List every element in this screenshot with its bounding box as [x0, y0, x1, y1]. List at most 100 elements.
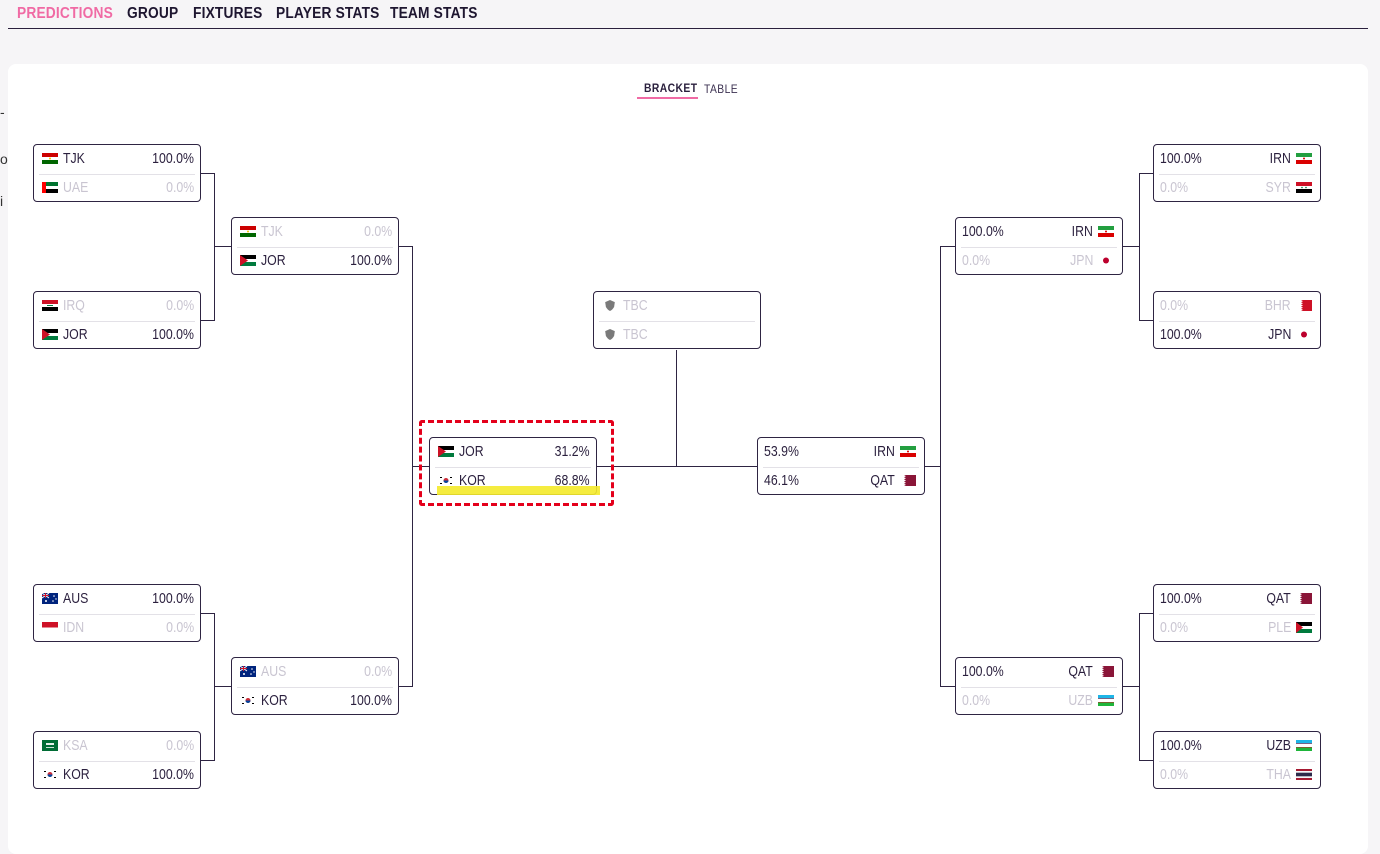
ple-flag-icon [1296, 622, 1312, 633]
row-divider [599, 321, 755, 322]
tjk-flag-icon [240, 226, 256, 237]
tab-player-stats[interactable]: PLAYER STATS [276, 5, 380, 22]
jor-flag-icon [438, 446, 454, 457]
uzb-flag-icon [1296, 740, 1312, 751]
win-probability: 53.9% [764, 443, 799, 460]
win-probability: 100.0% [350, 692, 392, 709]
kor-flag-icon [438, 475, 454, 486]
tab-group[interactable]: GROUP [127, 5, 179, 22]
kor-flag-icon [240, 695, 256, 706]
win-probability: 0.0% [165, 737, 194, 754]
irn-flag-icon [1098, 226, 1114, 237]
edge-text: i [0, 193, 4, 209]
aus-flag-icon [42, 593, 58, 604]
row-divider [763, 467, 919, 468]
jor-flag-icon [42, 329, 58, 340]
team-code: QAT [1068, 663, 1093, 680]
win-probability: 0.0% [165, 179, 194, 196]
kor-flag-icon [42, 769, 58, 780]
team-row[interactable]: TBC [594, 292, 760, 321]
win-probability: 46.1% [764, 472, 799, 489]
bhr-flag-icon [1296, 300, 1312, 311]
top-nav: PREDICTIONS GROUP FIXTURES PLAYER STATS … [0, 0, 1380, 30]
team-row[interactable]: TBC [594, 321, 760, 350]
tab-predictions[interactable]: PREDICTIONS [17, 5, 113, 22]
team-code: SYR [1265, 179, 1291, 196]
win-probability: 0.0% [165, 619, 194, 636]
team-code: TJK [63, 150, 85, 167]
row-divider [1159, 321, 1315, 322]
table-view-toggle[interactable]: TABLE [704, 82, 739, 96]
team-code: JOR [63, 326, 88, 343]
win-probability: 100.0% [1160, 150, 1202, 167]
team-code: TBC [623, 326, 648, 343]
win-probability: 31.2% [555, 443, 590, 460]
edge-text: o [0, 151, 8, 167]
tab-team-stats[interactable]: TEAM STATS [390, 5, 478, 22]
row-divider [435, 467, 591, 468]
team-code: JPN [1267, 326, 1291, 343]
team-code: KOR [261, 692, 288, 709]
team-code: AUS [63, 590, 89, 607]
win-probability: 0.0% [165, 297, 194, 314]
win-probability: 0.0% [363, 663, 392, 680]
idn-flag-icon [42, 622, 58, 633]
shield-icon [602, 300, 618, 311]
bracket-view-toggle[interactable]: BRACKET [644, 81, 698, 95]
match-card-final[interactable]: TBC TBC [593, 291, 761, 349]
row-divider [39, 321, 195, 322]
marker-highlight [437, 486, 600, 495]
jpn-flag-icon [1296, 329, 1312, 340]
row-divider [1159, 614, 1315, 615]
row-divider [1159, 174, 1315, 175]
team-row[interactable]: KOR 100.0% [232, 687, 398, 716]
irn-flag-icon [900, 446, 916, 457]
uae-flag-icon [42, 182, 58, 193]
team-code: IRQ [63, 297, 85, 314]
jor-flag-icon [240, 255, 256, 266]
team-code: IRN [873, 443, 895, 460]
team-row[interactable]: IRN 53.9% [758, 438, 924, 467]
row-divider [39, 614, 195, 615]
tab-fixtures[interactable]: FIXTURES [193, 5, 263, 22]
team-row[interactable]: IRQ 0.0% [34, 292, 200, 321]
